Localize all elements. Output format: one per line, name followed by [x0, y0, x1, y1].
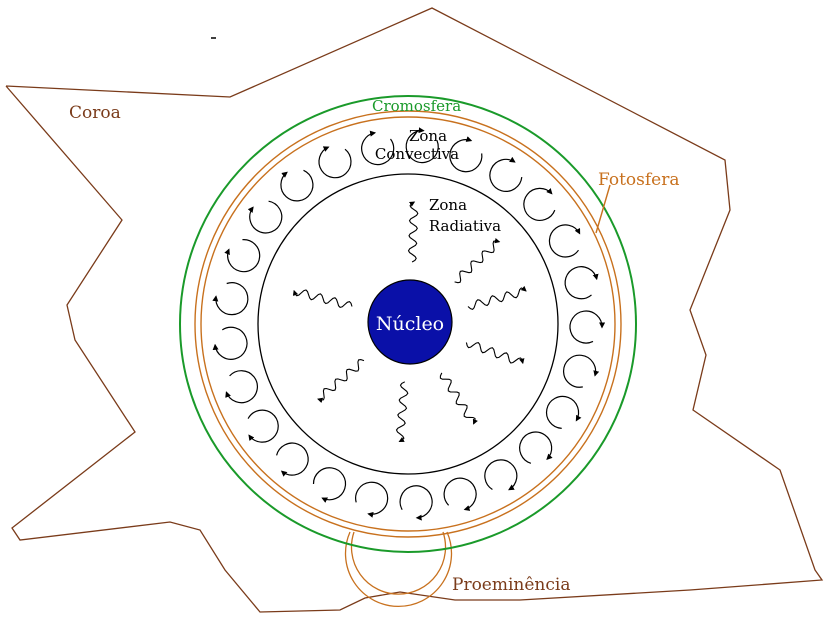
radiation-arrow [440, 373, 475, 424]
convection-cell [226, 371, 257, 403]
convection-cell [319, 147, 351, 178]
prominence-inner-loop [351, 532, 445, 594]
convection-cell [400, 486, 432, 518]
photosphere-label: Fotosfera [598, 170, 680, 190]
photosphere-leader-line [596, 185, 610, 233]
radiation-arrow [466, 343, 522, 364]
convection-cell [485, 460, 517, 490]
prominence-outer-loop [346, 532, 452, 606]
convection-cell [215, 327, 247, 359]
radiation-arrow [468, 288, 526, 309]
radiation-arrow [409, 202, 418, 262]
convection-cell [444, 478, 476, 509]
convection-cell [524, 188, 555, 220]
convection-cell [281, 170, 313, 201]
convection-cell [228, 240, 260, 272]
convection-cell [570, 311, 602, 343]
prominence-label: Proeminência [452, 575, 570, 595]
corona-label: Coroa [69, 103, 121, 123]
radiation-arrow [294, 290, 352, 307]
convection-cell [490, 159, 522, 191]
convective-zone-label-line2: Convectiva [375, 145, 459, 163]
radiation-arrow [318, 360, 364, 401]
convection-cell [547, 396, 579, 428]
radiative-zone-label-line1: Zona [429, 196, 467, 214]
convection-cell [313, 468, 345, 500]
convection-cell [277, 443, 309, 475]
convection-cell [520, 432, 552, 463]
radiation-arrow [455, 241, 500, 283]
convection-cell [356, 482, 388, 514]
chromosphere-label: Cromosfera [372, 97, 461, 115]
radiative-zone-label-line2: Radiativa [429, 217, 501, 235]
core-label: Núcleo [376, 313, 444, 335]
radiation-arrow [397, 382, 408, 442]
convective-zone-label-line1: Zona [409, 127, 447, 145]
convection-cell [564, 355, 596, 387]
convection-cell [565, 267, 597, 299]
convection-cell [250, 201, 282, 233]
convection-cell [216, 283, 248, 315]
convection-cell [248, 410, 278, 442]
convection-cell [549, 225, 579, 257]
